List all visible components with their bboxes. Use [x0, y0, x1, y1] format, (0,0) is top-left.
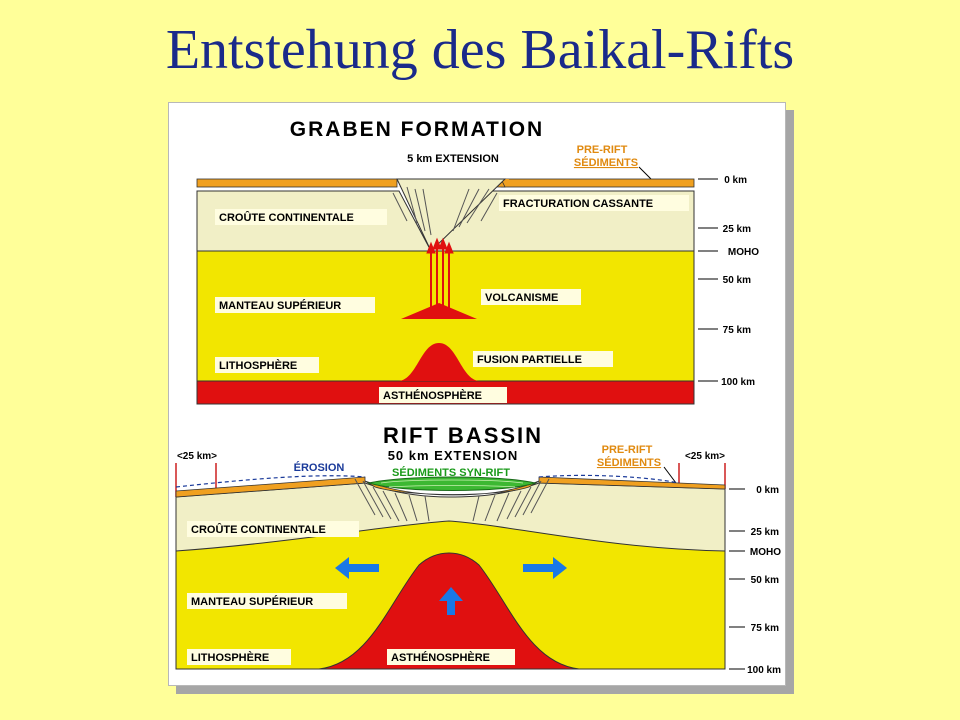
- bassin-fractures: [354, 478, 550, 522]
- graben-sediment-right: [500, 178, 695, 188]
- arrow-up-icon: [439, 587, 463, 615]
- bassin-asthenosphere-label: ASTHÉNOSPHÈRE: [391, 651, 490, 664]
- bassin-prerift-label-2: SÉDIMENTS: [597, 456, 661, 469]
- bassin-synrift-sediments: [367, 476, 537, 491]
- graben-volcano: [401, 303, 477, 319]
- bassin-depth-ticks: [729, 488, 745, 670]
- bassin-croute-box: [187, 521, 359, 537]
- graben-croute-label: CROÛTE CONTINENTALE: [219, 211, 354, 224]
- graben-manteau-box: [215, 297, 375, 313]
- graben-depth-label: 75 km: [723, 325, 751, 336]
- graben-panel: GRABEN FORMATION 5 km EXTENSION PRE-RIFT…: [196, 118, 759, 405]
- bassin-depth-label: 75 km: [751, 623, 779, 634]
- bassin-width-right: <25 km>: [685, 451, 725, 462]
- bassin-manteau-box: [187, 593, 347, 609]
- bassin-asthenosphere-box: [387, 649, 515, 665]
- bassin-erosion-lines: [175, 474, 680, 488]
- graben-fusion-box: [473, 351, 613, 367]
- bassin-croute-label: CROÛTE CONTINENTALE: [191, 523, 326, 536]
- graben-depth-label: 50 km: [723, 275, 751, 286]
- bassin-synrift-bedding: [380, 479, 524, 488]
- bassin-erosion-label: ÉROSION: [294, 461, 345, 474]
- graben-depth-label: 0 km: [724, 175, 747, 186]
- bassin-heading: RIFT BASSIN: [383, 423, 543, 448]
- bassin-panel: RIFT BASSIN 50 km EXTENSION SÉDIMENTS SY…: [175, 423, 781, 676]
- graben-prerift-leader: [638, 166, 652, 180]
- bassin-manteau-label: MANTEAU SUPÉRIEUR: [191, 595, 313, 608]
- graben-manteau-label: MANTEAU SUPÉRIEUR: [219, 299, 341, 312]
- graben-lithosphere-label: LITHOSPHÈRE: [219, 359, 297, 372]
- graben-volcanisme-label: VOLCANISME: [485, 292, 558, 304]
- graben-fracturation-box: [499, 195, 689, 211]
- graben-depth-label: 25 km: [723, 224, 751, 235]
- bassin-extension-label: 50 km EXTENSION: [388, 448, 519, 463]
- graben-prerift-label-2: SÉDIMENTS: [574, 156, 638, 169]
- bassin-depth-label: 100 km: [747, 665, 781, 676]
- bassin-extension-arrows: [335, 557, 567, 615]
- graben-lithosphere-box: [215, 357, 319, 373]
- graben-asthenosphere-box: [379, 387, 507, 403]
- arrow-left-icon: [335, 557, 379, 579]
- arrow-right-icon: [523, 557, 567, 579]
- bassin-moho-label: MOHO: [750, 547, 781, 558]
- graben-croute-box: [215, 209, 387, 225]
- bassin-lithosphere-box: [187, 649, 291, 665]
- graben-prerift-label-1: PRE-RIFT: [577, 144, 628, 156]
- graben-sediment-left: [196, 178, 398, 188]
- figure-frame: GRABEN FORMATION 5 km EXTENSION PRE-RIFT…: [168, 102, 786, 686]
- bassin-depth-label: 50 km: [751, 575, 779, 586]
- bassin-prerift-trough: [364, 480, 540, 496]
- graben-moho-label: MOHO: [728, 247, 759, 258]
- graben-fractures: [392, 186, 498, 236]
- graben-partial-melt: [399, 343, 479, 381]
- bassin-depth-label: 25 km: [751, 527, 779, 538]
- bassin-width-left: <25 km>: [177, 451, 217, 462]
- graben-extension-label: 5 km EXTENSION: [407, 153, 499, 165]
- graben-fusion-label: FUSION PARTIELLE: [477, 354, 582, 366]
- bassin-synrift-label: SÉDIMENTS SYN-RIFT: [392, 466, 510, 479]
- slide-title: Entstehung des Baikal-Rifts: [165, 19, 795, 81]
- graben-magma-arrows: [426, 237, 454, 309]
- graben-fracturation-label: FRACTURATION CASSANTE: [503, 198, 653, 210]
- graben-heading: GRABEN FORMATION: [290, 118, 544, 141]
- graben-depth-ticks: [698, 178, 718, 382]
- bassin-prerift-label-1: PRE-RIFT: [602, 444, 653, 456]
- graben-depth-label: 100 km: [721, 377, 755, 388]
- bassin-lithosphere-label: LITHOSPHÈRE: [191, 651, 269, 664]
- rift-diagram: GRABEN FORMATION 5 km EXTENSION PRE-RIFT…: [175, 118, 781, 676]
- bassin-sediment-left: [175, 476, 366, 498]
- graben-volcanisme-box: [481, 289, 581, 305]
- graben-asthenosphere-label: ASTHÉNOSPHÈRE: [383, 389, 482, 402]
- bassin-depth-label: 0 km: [756, 485, 779, 496]
